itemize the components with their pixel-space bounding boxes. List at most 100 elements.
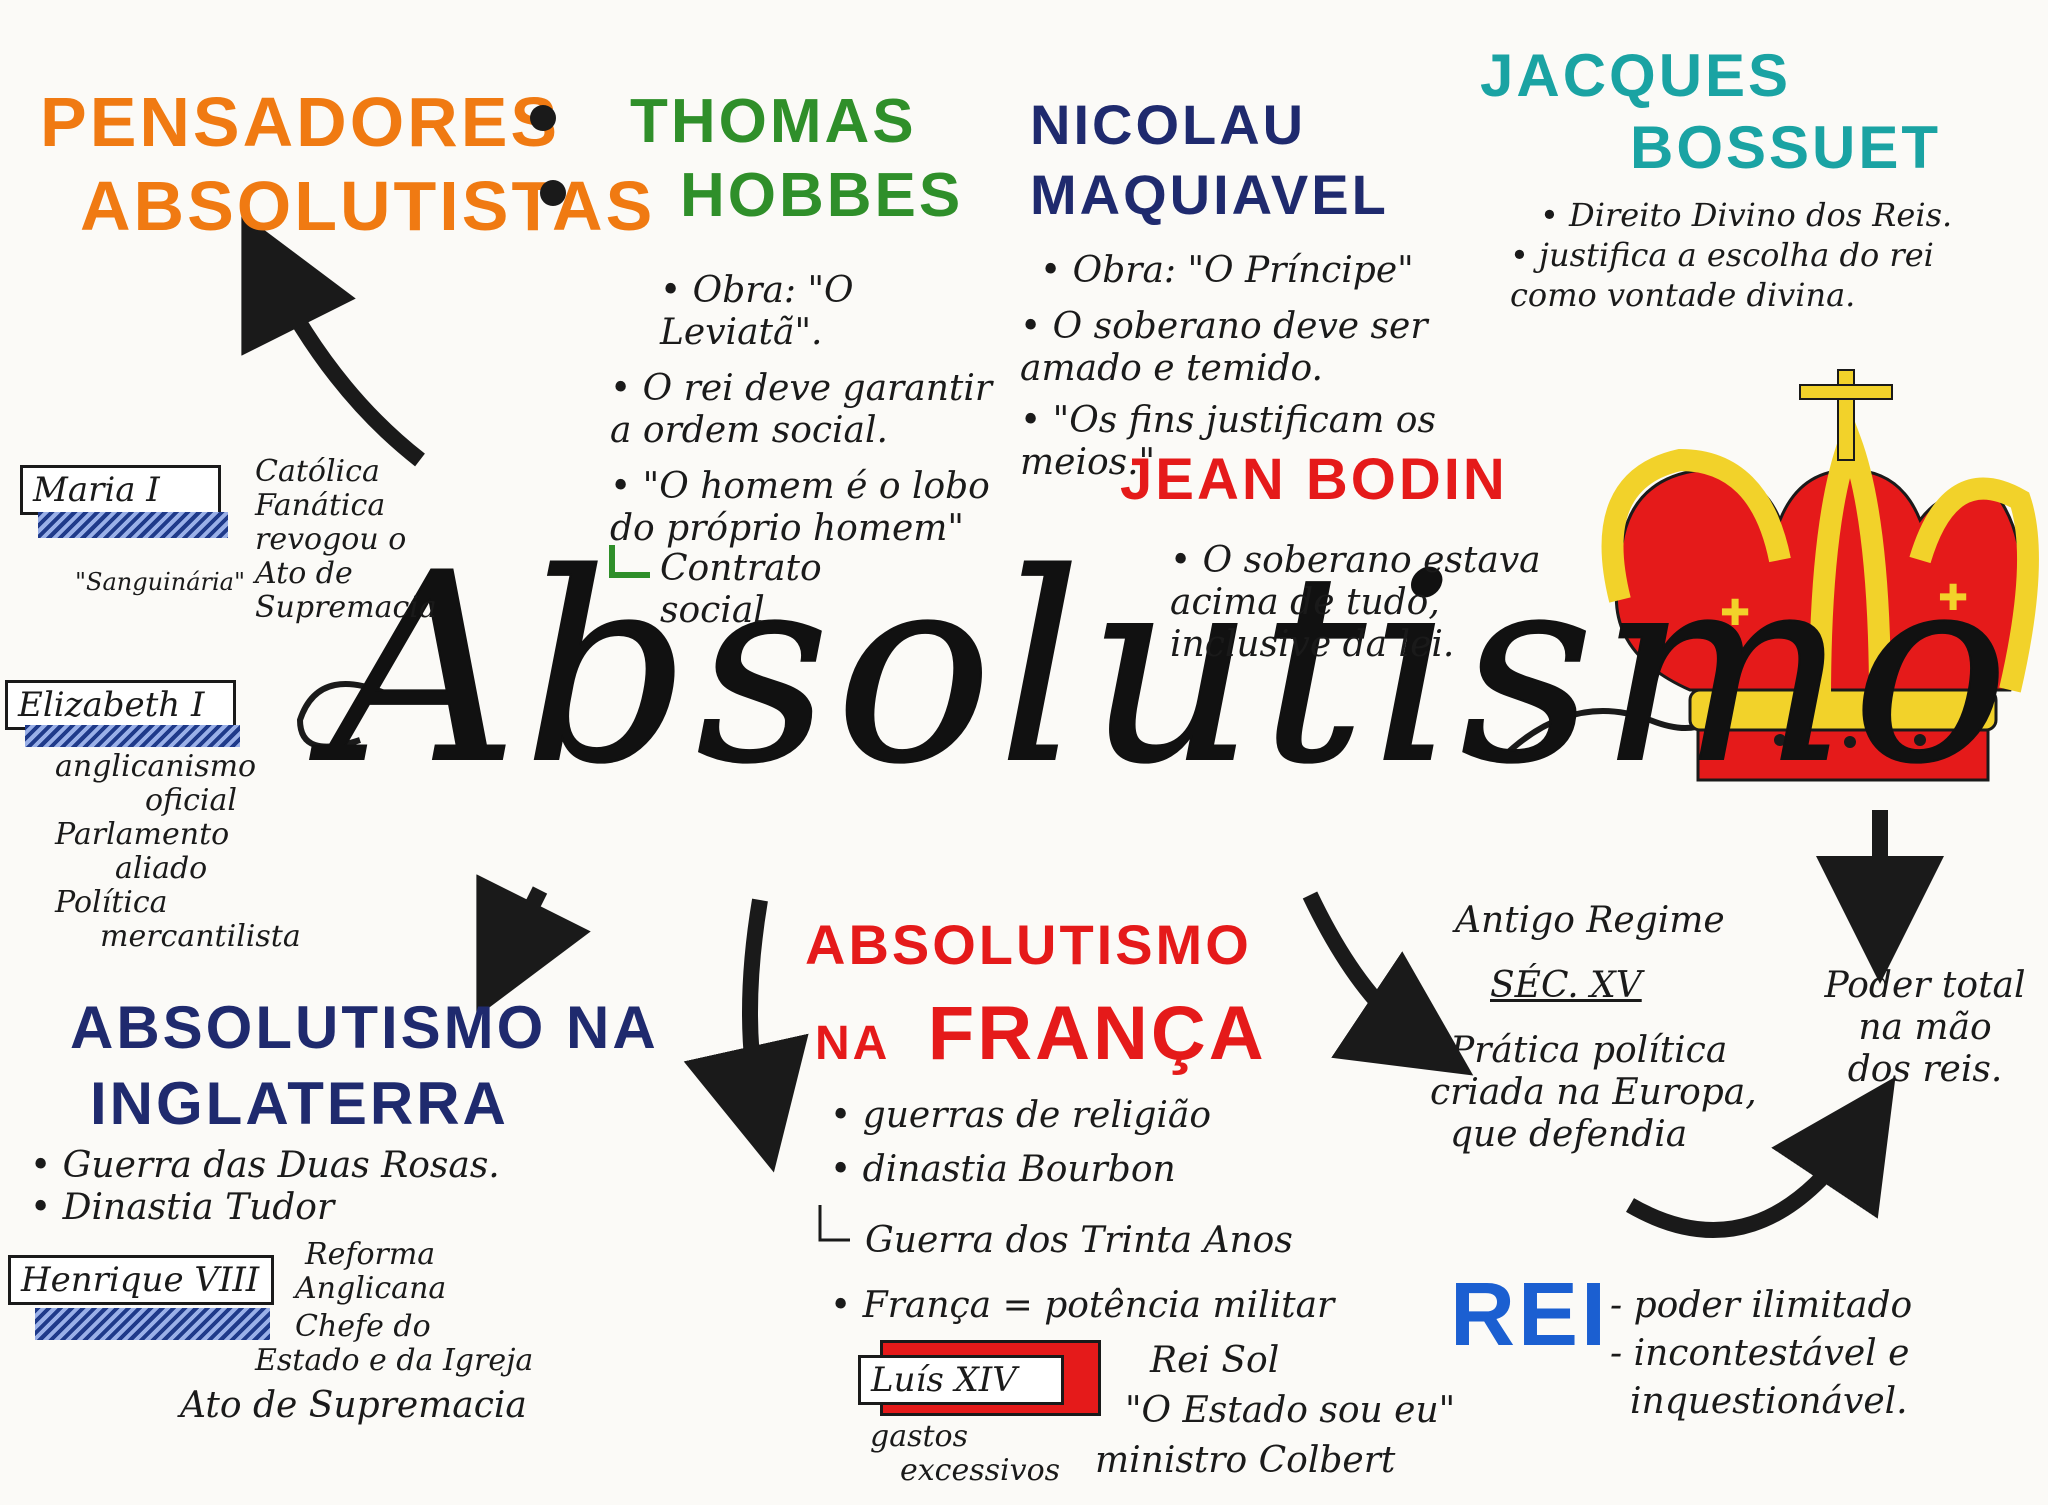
franca-item-1: • guerras de religião [830,1095,1212,1136]
elizabeth-notes: anglicanismo oficial Parlamento aliado P… [55,750,301,954]
elizabeth-mercantilista: mercantilista [100,919,301,954]
antigo-seculo: SÉC. XV [1490,965,1642,1006]
rei-l1: - poder ilimitado [1610,1285,1913,1326]
rei-l2: - incontestável e [1610,1333,1910,1374]
maquiavel-item-3: • "Os fins justificam os meios." [1020,400,1436,483]
hobbes-name: THOMAS HOBBES [630,85,963,233]
maria-notes: Católica Fanática revogou o Ato de Supre… [255,455,437,625]
crown-icon: ✚ ✚ [1601,369,2039,782]
bossuet-items: • Direito Divino dos Reis. • justifica a… [1510,195,2030,315]
inglaterra-items: • Guerra das Duas Rosas. • Dinastia Tudo… [30,1145,500,1229]
rei-notes: - poder ilimitado - incontestável e inqu… [1610,1285,1912,1423]
franca-title3: FRANÇA [927,991,1267,1076]
maria-box: Maria I [20,465,221,515]
henrique-notes: Reforma Anglicana Chefe do Estado e da I… [255,1237,533,1378]
antigo-pratica-2: criada na Europa, [1430,1072,1757,1113]
svg-text:✚: ✚ [1720,593,1750,634]
contrato-social: Contrato social [660,548,822,631]
main-title: Absolutismo [329,519,2015,821]
maria-catolica: Católica [255,454,380,489]
bossuet-name2: BOSSUET [1630,114,1942,181]
franca-title-row: NA FRANÇA [805,990,1267,1077]
maria-hatch [38,512,228,538]
inglaterra-title1: ABSOLUTISMO NA [70,994,659,1061]
franca-trinta: Guerra dos Trinta Anos [865,1220,1293,1261]
bodin-name: JEAN BODIN [1120,447,1508,512]
maria-supremacia: Supremacia [255,590,437,625]
elizabeth-oficial: oficial [145,783,237,818]
henrique-hatch [35,1308,270,1340]
maquiavel-items: • Obra: "O Príncipe" • O soberano deve s… [1020,250,1490,484]
maquiavel-item-1: • Obra: "O Príncipe" [1040,250,1414,291]
elizabeth-box: Elizabeth I [5,680,236,730]
maquiavel-item-2: • O soberano deve ser amado e temido. [1020,306,1428,389]
hobbes-items: • Obra: "O Leviatã". • O rei deve garant… [610,270,1010,550]
antigo-pratica-3: que defendia [1450,1114,1688,1155]
bossuet-name: JACQUES BOSSUET [1480,40,1941,184]
bossuet-name1: JACQUES [1480,42,1792,109]
bullet-dot-2 [540,180,566,206]
maria-nickname: "Sanguinária" [75,568,246,596]
hobbes-item-2: • O rei deve garantir a ordem social. [610,368,993,451]
luis-gastos2: excessivos [900,1453,1061,1488]
inglaterra-item-2: • Dinastia Tudor [30,1187,335,1228]
arrow-to-antigo-regime [1302,891,1474,1076]
poder-l2: na mão [1858,1007,1992,1048]
franca-items: • guerras de religião • dinastia Bourbon [830,1095,1211,1191]
elizabeth-hatch [25,725,240,747]
henrique-box: Henrique VIII [8,1255,274,1305]
rei-l3: inquestionável. [1630,1381,1908,1422]
antigo-pratica: Prática política criada na Europa, que d… [1430,1030,1757,1156]
luis-gastos: gastos excessivos [870,1420,1060,1488]
poder-l1: Poder total [1824,965,2026,1006]
luis-box: Luís XIV [858,1355,1064,1405]
arrow-to-franca [683,898,809,1173]
franca-title1: ABSOLUTISMO [805,913,1252,976]
luis-sol: Rei Sol [1150,1340,1280,1381]
pensadores-line2: ABSOLUTISTAS [80,167,656,245]
inglaterra-item-1: • Guerra das Duas Rosas. [30,1145,500,1186]
antigo-regime-title: Antigo Regime [1455,900,1725,941]
henrique-anglicana: Anglicana [295,1271,447,1306]
hobbes-name2: HOBBES [680,161,964,230]
henrique-ato: Ato de Supremacia [180,1385,527,1426]
elizabeth-parlamento: Parlamento [55,817,230,852]
elizabeth-anglicanismo: anglicanismo [55,749,257,784]
luis-gastos1: gastos [870,1419,968,1454]
maquiavel-name2: MAQUIAVEL [1030,163,1389,226]
bossuet-item-2: • justifica a escolha do rei como vontad… [1510,236,1934,314]
elizabeth-politica: Política [55,885,168,920]
bullet-dot-1 [530,105,556,131]
henrique-estado-igreja: Estado e da Igreja [255,1343,534,1378]
maria-ato: Ato de [255,556,353,591]
maquiavel-name: NICOLAU MAQUIAVEL [1030,90,1389,230]
poder-l3: dos reis. [1847,1049,2003,1090]
maquiavel-name1: NICOLAU [1030,93,1307,156]
elizabeth-aliado: aliado [115,851,208,886]
poder-total: Poder total na mão dos reis. [1815,965,2035,1091]
hobbes-name1: THOMAS [630,87,917,156]
contrato-arrow [609,545,650,578]
franca-item-2: • dinastia Bourbon [830,1149,1176,1190]
bodin-text: • O soberano estava acima de tudo, inclu… [1170,540,1541,665]
bossuet-item-1: • Direito Divino dos Reis. [1540,196,1953,234]
franca-title2: NA [815,1017,891,1070]
luis-estado: "O Estado sou eu" [1125,1390,1456,1431]
pensadores-line1: PENSADORES [40,83,561,161]
arrow-defendia-to-poder [1626,1076,1896,1238]
rei-label: REI [1450,1265,1610,1365]
hobbes-item-3: • "O homem é o lobo do próprio homem" [610,466,990,549]
hobbes-item-1: • Obra: "O Leviatã". [660,270,854,353]
svg-text:✚: ✚ [1938,578,1968,619]
arrow-to-pensadores [241,212,425,467]
franca-heading: ABSOLUTISMO NA FRANÇA [805,910,1267,1077]
henrique-chefe: Chefe do [295,1309,431,1344]
pensadores-heading: PENSADORES ABSOLUTISTAS [40,80,655,248]
antigo-pratica-1: Prática política [1450,1030,1728,1071]
henrique-reforma: Reforma [305,1237,436,1272]
luis-colbert: ministro Colbert [1095,1440,1396,1481]
arrow-to-inglaterra [476,874,591,1018]
title-flourish-left [296,681,402,750]
inglaterra-title2: INGLATERRA [90,1070,509,1137]
